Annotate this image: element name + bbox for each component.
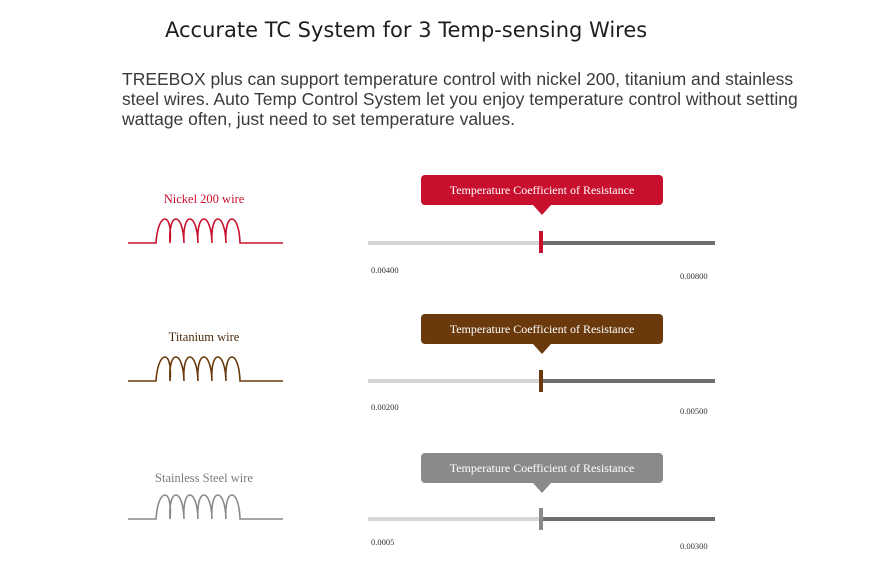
tooltip-arrow — [533, 483, 551, 493]
tcr-tooltip: Temperature Coefficient of Resistance — [421, 314, 663, 354]
tcr-max-label: 0.00300 — [680, 541, 708, 551]
wire-label: Nickel 200 wire — [163, 192, 245, 206]
tcr-scale-low — [368, 241, 541, 245]
wire-label: Titanium wire — [168, 330, 240, 344]
tcr-min-label: 0.00200 — [371, 402, 399, 412]
coil-icon — [128, 218, 283, 244]
page-description: TREEBOX plus can support temperature con… — [122, 69, 798, 129]
tcr-scale-high — [541, 241, 715, 245]
tooltip-text: Temperature Coefficient of Resistance — [449, 461, 635, 475]
tcr-scale-low — [368, 379, 541, 383]
tcr-scale-high — [541, 517, 715, 521]
wire-row-nickel: Nickel 200 wire Temperature Coefficient … — [0, 175, 875, 305]
tcr-marker — [539, 508, 543, 530]
wire-row-stainless-steel: Stainless Steel wire Temperature Coeffic… — [0, 453, 875, 583]
tcr-scale-high — [541, 379, 715, 383]
tcr-max-label: 0.00800 — [680, 271, 708, 281]
tcr-min-label: 0.00400 — [371, 265, 399, 275]
tcr-marker — [539, 370, 543, 392]
page-title: Accurate TC System for 3 Temp-sensing Wi… — [165, 18, 648, 42]
tooltip-text: Temperature Coefficient of Resistance — [449, 183, 635, 197]
tcr-tooltip: Temperature Coefficient of Resistance — [421, 175, 663, 215]
tcr-scale-low — [368, 517, 541, 521]
tooltip-arrow — [533, 205, 551, 215]
tcr-max-label: 0.00500 — [680, 406, 708, 416]
wire-label: Stainless Steel wire — [155, 471, 253, 485]
tooltip-arrow — [533, 344, 551, 354]
coil-icon — [128, 356, 283, 382]
tooltip-text: Temperature Coefficient of Resistance — [449, 322, 635, 336]
tcr-min-label: 0.0005 — [371, 537, 395, 547]
tcr-tooltip: Temperature Coefficient of Resistance — [421, 453, 663, 493]
wire-row-titanium: Titanium wire Temperature Coefficient of… — [0, 314, 875, 444]
coil-icon — [128, 494, 283, 520]
tcr-marker — [539, 231, 543, 253]
